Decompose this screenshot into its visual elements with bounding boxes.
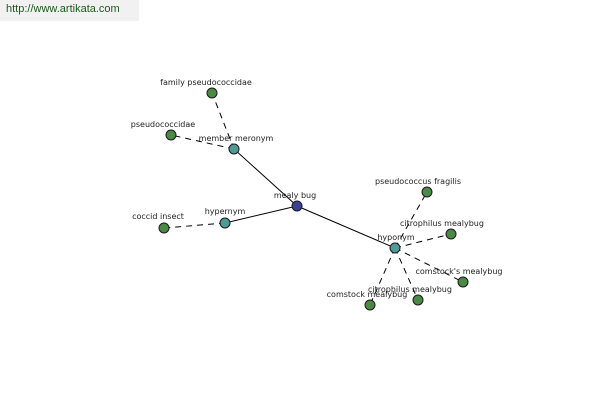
edge-hyponym-citrophilus-mealybug-1 <box>394 233 452 249</box>
node-citrophilus-mealybug-1[interactable] <box>445 228 457 240</box>
edge-mealy-bug-member-meronym <box>233 148 298 207</box>
node-label-comstocks-mealybug[interactable]: comstock's mealybug <box>415 267 502 276</box>
node-label-member-meronym[interactable]: member meronym <box>199 134 274 143</box>
edge-mealy-bug-hypernym <box>224 205 298 224</box>
node-comstock-mealybug[interactable] <box>364 299 376 311</box>
node-label-citrophilus-mealybug-2[interactable]: citrophilus mealybug <box>368 285 452 294</box>
node-hypernym[interactable] <box>219 217 231 229</box>
node-label-comstock-mealybug[interactable]: comstock mealybug <box>327 290 408 299</box>
site-url-banner[interactable]: http://www.artikata.com <box>0 0 139 21</box>
node-label-family-pseudococcidae[interactable]: family pseudococcidae <box>160 78 252 87</box>
node-coccid-insect[interactable] <box>158 222 170 234</box>
node-label-coccid-insect[interactable]: coccid insect <box>132 212 184 221</box>
node-label-mealy-bug[interactable]: mealy bug <box>274 191 316 200</box>
node-pseudococcidae[interactable] <box>165 129 177 141</box>
node-pseudococcus-fragilis[interactable] <box>421 186 433 198</box>
node-comstocks-mealybug[interactable] <box>457 276 469 288</box>
edge-hyponym-citrophilus-mealybug-2 <box>394 247 419 301</box>
edge-mealy-bug-hyponym <box>296 205 396 249</box>
graph-labels: family pseudococcidae pseudococcidaemembe… <box>131 78 503 299</box>
node-member-meronym[interactable] <box>228 143 240 155</box>
node-label-hyponym[interactable]: hyponym <box>377 233 415 242</box>
edge-hyponym-comstocks-mealybug <box>394 247 464 283</box>
node-label-citrophilus-mealybug-1[interactable]: citrophilus mealybug <box>400 219 484 228</box>
node-citrophilus-mealybug-2[interactable] <box>412 294 424 306</box>
node-label-pseudococcidae[interactable]: pseudococcidae <box>131 120 196 129</box>
edge-hypernym-coccid-insect <box>163 222 226 229</box>
node-family-pseudococcidae[interactable] <box>206 87 218 99</box>
node-hyponym[interactable] <box>389 242 401 254</box>
graph-nodes <box>158 87 469 311</box>
node-label-hypernym[interactable]: hypernym <box>205 207 246 216</box>
graph-edges <box>163 92 464 306</box>
node-label-pseudococcus-fragilis[interactable]: pseudococcus fragilis <box>375 177 461 186</box>
node-mealy-bug[interactable] <box>291 200 303 212</box>
